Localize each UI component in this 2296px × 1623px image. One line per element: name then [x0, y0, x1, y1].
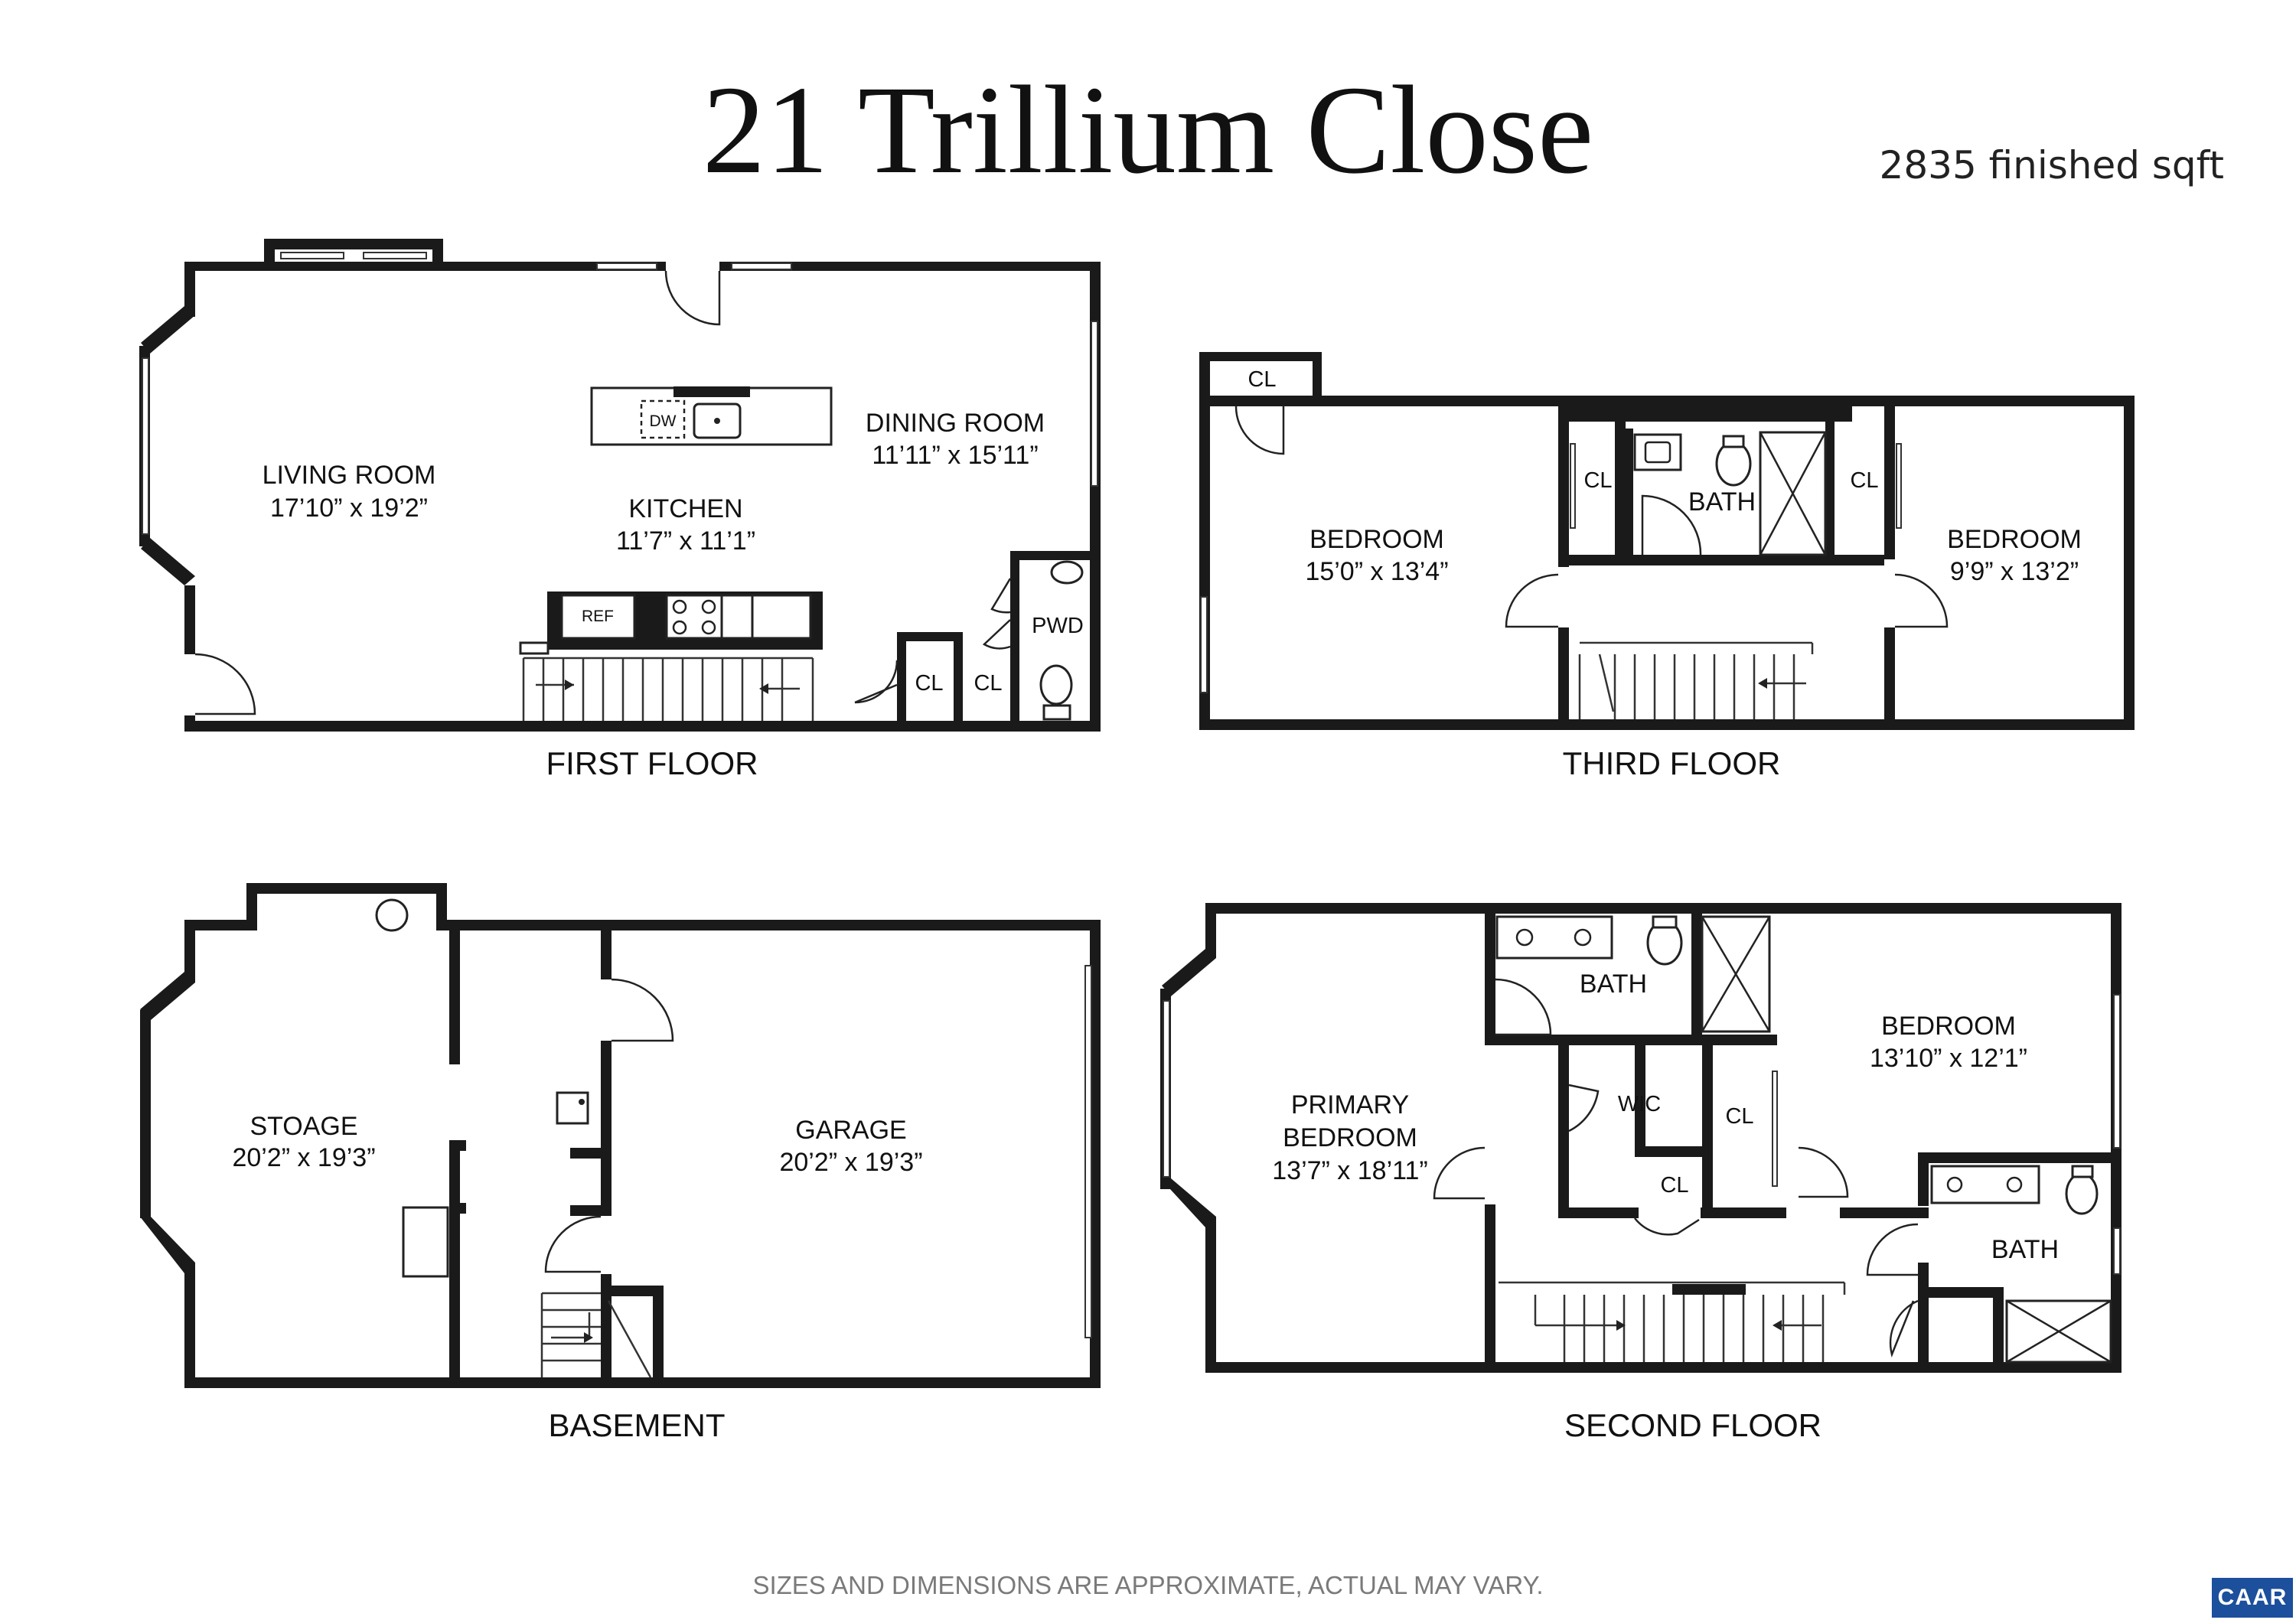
living-room-label: LIVING ROOM	[263, 461, 436, 490]
basement-plan: STOAGE 20’2” x 19’3” GARAGE 20’2” x 19’3…	[140, 883, 1101, 1443]
third-floor-label: THIRD FLOOR	[1563, 745, 1781, 781]
first-floor-label: FIRST FLOOR	[546, 745, 758, 781]
second-floor-label: SECOND FLOOR	[1564, 1407, 1821, 1443]
first-closet-b-label: CL	[974, 671, 1002, 696]
kitchen-dims: 11’7” x 11’1”	[616, 526, 755, 556]
second-closet-a-label: CL	[1725, 1104, 1753, 1129]
disclaimer: SIZES AND DIMENSIONS ARE APPROXIMATE, AC…	[752, 1571, 1544, 1599]
third-bedroom-right-label: BEDROOM	[1947, 525, 2082, 554]
refrigerator-label: REF	[582, 608, 614, 625]
primary-bedroom-label-line1: PRIMARY	[1291, 1090, 1409, 1119]
living-room-dims: 17’10” x 19’2”	[270, 494, 428, 523]
third-floor-plan: CL CL CL BATH BEDROOM 15’0” x 13’4” BEDR…	[1199, 352, 2135, 781]
finished-sqft: 2835 finished sqft	[1879, 143, 2224, 187]
second-floor-plan: BATH WIC CL CL PRIMARY BEDROOM 13’7” x 1…	[1160, 903, 2122, 1443]
page-title: 21 Trillium Close	[702, 60, 1594, 200]
first-floor-plan: DW REF	[139, 239, 1101, 781]
primary-bedroom-label-line2: BEDROOM	[1283, 1123, 1417, 1152]
garage-label: GARAGE	[795, 1116, 906, 1145]
powder-room-label: PWD	[1032, 614, 1084, 638]
second-bedroom-dims: 13’10” x 12’1”	[1870, 1044, 2027, 1073]
dining-room-dims: 11’11” x 15’11”	[872, 441, 1038, 470]
second-closet-b-label: CL	[1660, 1173, 1688, 1198]
second-bath-secondary-label: BATH	[1991, 1235, 2059, 1264]
basement-label: BASEMENT	[548, 1407, 725, 1443]
third-bedroom-right-dims: 9’9” x 13’2”	[1950, 557, 2079, 586]
caar-logo: CAAR	[2212, 1578, 2293, 1618]
third-closet-left-label: CL	[1583, 468, 1612, 493]
kitchen-label: KITCHEN	[628, 494, 742, 523]
third-bedroom-left-label: BEDROOM	[1309, 525, 1444, 554]
storage-dims: 20’2” x 19’3”	[232, 1143, 375, 1172]
wic-label: WIC	[1618, 1092, 1661, 1116]
third-closet-right-label: CL	[1850, 468, 1878, 493]
second-bath-primary-label: BATH	[1580, 970, 1647, 999]
dining-room-label: DINING ROOM	[866, 409, 1045, 438]
garage-dims: 20’2” x 19’3”	[779, 1148, 922, 1177]
second-bedroom-label: BEDROOM	[1881, 1012, 2016, 1041]
third-closet-top-label: CL	[1247, 367, 1276, 392]
storage-label: STOAGE	[249, 1112, 357, 1141]
dishwasher-label: DW	[650, 412, 677, 430]
primary-bedroom-dims: 13’7” x 18’11”	[1272, 1156, 1428, 1185]
third-bath-label: BATH	[1688, 487, 1756, 517]
first-closet-a-label: CL	[915, 671, 943, 696]
third-bedroom-left-dims: 15’0” x 13’4”	[1305, 557, 1448, 586]
